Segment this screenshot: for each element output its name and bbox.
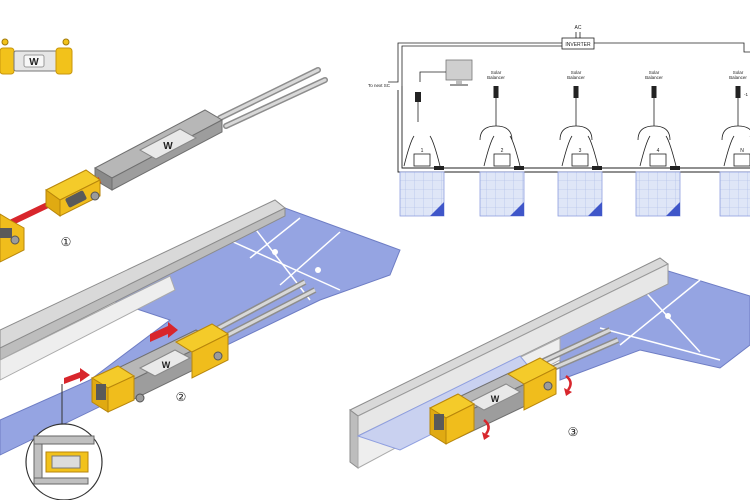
schematic-panel-3: 3 <box>557 135 603 217</box>
inverter-label: INVERTER <box>565 42 591 48</box>
balancer-thumbnail: W <box>0 38 73 75</box>
svg-text:-1: -1 <box>744 92 748 97</box>
panel-number: 3 <box>579 148 582 154</box>
schematic-panel-2: 2 <box>479 135 525 217</box>
step2-logo: W <box>162 360 171 370</box>
rotate-arrow-left <box>483 419 490 435</box>
to-next-sc-label: To next SC <box>368 83 391 88</box>
panel-number: 1 <box>421 148 424 154</box>
step2-scene: W ② <box>0 199 401 500</box>
step3-label: ③ <box>568 425 579 439</box>
step1-label: ① <box>61 235 72 249</box>
schematic-panel-4: 4 <box>635 135 681 217</box>
red-arrow-lower <box>64 368 90 384</box>
inverter-box <box>561 37 595 50</box>
svg-text:Balancer: Balancer <box>487 75 505 80</box>
step2-label: ② <box>176 390 187 404</box>
step3-logo: W <box>491 394 500 404</box>
step3-scene: W ③ <box>349 257 750 469</box>
schematic-panel-N: N <box>719 135 750 217</box>
svg-text:Solar: Solar <box>491 70 502 75</box>
solar-panel-3 <box>559 269 750 381</box>
ac-label: AC <box>575 25 582 31</box>
step1-logo: W <box>163 141 173 152</box>
monitor-icon <box>445 59 473 86</box>
svg-text:Balancer: Balancer <box>729 75 747 80</box>
svg-text:Solar: Solar <box>649 70 660 75</box>
svg-text:Solar: Solar <box>571 70 582 75</box>
rotate-arrow-right <box>565 375 572 391</box>
panel-number: N <box>740 148 744 154</box>
schematic-panel-1: 1 <box>399 135 445 217</box>
svg-text:Solar: Solar <box>733 70 744 75</box>
svg-text:Balancer: Balancer <box>567 75 585 80</box>
svg-text:Balancer: Balancer <box>645 75 663 80</box>
step1-assembly: W ① <box>0 67 328 263</box>
detail-callout <box>25 423 103 500</box>
panel-number: 2 <box>501 148 504 154</box>
red-arrow-upper <box>150 322 178 342</box>
thumbnail-logo: W <box>29 57 39 68</box>
panel-number: 4 <box>657 148 660 154</box>
